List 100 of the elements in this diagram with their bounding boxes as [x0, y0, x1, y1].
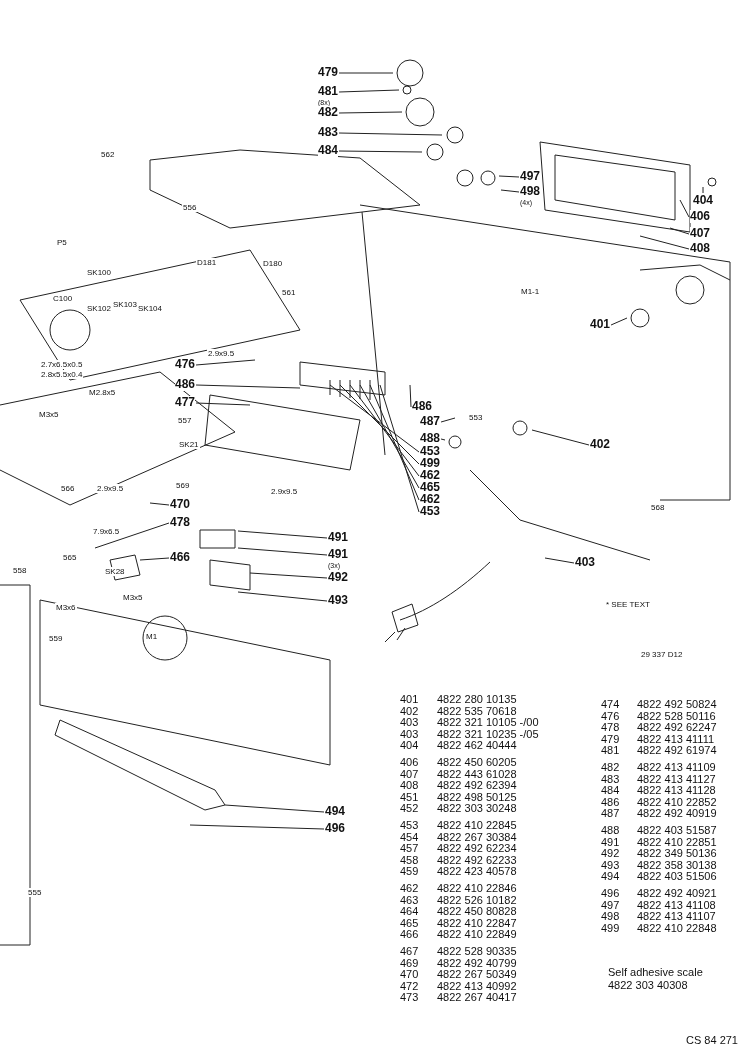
item-number-cell: 407 — [400, 767, 419, 780]
part-number-cell: 4822 492 62233 — [437, 853, 517, 866]
callout-number: 491 — [328, 548, 349, 561]
part-number-cell: 4822 492 40921 — [637, 887, 717, 899]
part-number-cell: 4822 267 40417 — [437, 991, 517, 1004]
item-number-cell: 454 — [400, 830, 419, 843]
leader-line — [338, 89, 400, 93]
part-label: 562 — [100, 150, 116, 159]
leader-line — [544, 557, 575, 564]
callout-number: 477 — [175, 396, 196, 409]
note-text: Self adhesive scale — [608, 966, 703, 978]
item-number-cell: 469 — [400, 956, 419, 969]
part-number-cell: 4822 321 10105 -/00 — [437, 716, 539, 729]
part-label: C100 — [52, 294, 74, 303]
callout-number: 470 — [170, 498, 191, 511]
part-number-cell: 4822 267 50349 — [437, 968, 517, 981]
item-number-cell: 473 — [400, 991, 419, 1004]
callout-number: 483 — [318, 126, 339, 139]
leader-line — [669, 227, 690, 235]
part-number-cell: 4822 413 41128 — [637, 784, 716, 797]
leader-line — [610, 317, 628, 326]
part-label: 559 — [48, 634, 64, 643]
callout-number: 402 — [590, 438, 611, 451]
leader-line — [195, 402, 251, 406]
item-number-cell: 401 — [400, 693, 419, 705]
callout-number: 484 — [318, 144, 339, 157]
part-number-cell: 4822 403 51506 — [637, 870, 717, 883]
leader-line — [338, 150, 423, 153]
item-number-cell: 472 — [400, 979, 419, 992]
leader-line — [500, 189, 520, 193]
leader-line — [702, 186, 704, 194]
item-number-cell: 452 — [400, 802, 419, 815]
item-number-cell: 499 — [601, 921, 620, 934]
leader-line — [359, 384, 420, 489]
item-number-cell: 404 — [400, 739, 419, 752]
callout-number: 406 — [690, 210, 711, 223]
callout-number: 491 — [328, 531, 349, 544]
leader-line — [531, 429, 590, 446]
callout-number: 498 — [520, 185, 541, 198]
part-number-cell: 4822 267 30384 — [437, 830, 517, 843]
part-label: D181 — [196, 258, 218, 267]
leader-line — [339, 384, 420, 465]
part-label: 566 — [60, 484, 76, 493]
part-number-cell: 4822 492 62234 — [437, 842, 517, 855]
part-number-cell: 4822 492 61974 — [637, 744, 717, 757]
callout-number: 478 — [170, 516, 191, 529]
leader-line — [679, 199, 690, 218]
note-text: 29 337 D12 — [640, 650, 684, 659]
part-number-cell: 4822 492 40919 — [637, 807, 717, 820]
callout-number: 488 — [420, 432, 441, 445]
callout-number: 453 — [420, 505, 441, 518]
part-label: P5 — [56, 238, 68, 247]
item-number-cell: 451 — [400, 790, 419, 803]
item-number-cell: 486 — [601, 795, 620, 808]
part-label: M2.8x5 — [88, 388, 117, 397]
part-label: 7.9x6.5 — [92, 527, 121, 536]
item-number-cell: 488 — [601, 824, 620, 836]
callout-number: 482 — [318, 106, 339, 119]
item-number-cell: 474 — [601, 698, 620, 710]
part-number-cell: 4822 321 10235 -/05 — [437, 727, 539, 740]
item-number-cell: 463 — [400, 893, 419, 906]
item-number-cell: 458 — [400, 853, 419, 866]
part-label: 556 — [182, 203, 198, 212]
part-label: D180 — [262, 259, 284, 268]
part-label: SK21 — [178, 440, 200, 449]
callout-number: 404 — [693, 194, 714, 207]
part-number-cell: 4822 413 41111 — [637, 732, 715, 745]
leader-line — [237, 530, 328, 539]
part-number-cell: 4822 358 30138 — [637, 858, 717, 871]
part-number-cell: 4822 410 22851 — [637, 835, 717, 848]
leader-line — [338, 132, 443, 136]
part-number-cell: 4822 462 40444 — [437, 739, 517, 752]
item-number-cell: 403 — [400, 716, 419, 729]
item-number-cell: 464 — [400, 905, 419, 918]
part-number-cell: 4822 450 80828 — [437, 905, 517, 918]
leader-line — [149, 502, 170, 506]
part-number-cell: 4822 413 41109 — [637, 761, 716, 773]
item-number-cell: 453 — [400, 819, 419, 831]
note-text: * SEE TEXT — [605, 600, 651, 609]
item-number-cell: 484 — [601, 784, 620, 797]
leader-line — [237, 591, 328, 602]
callout-number: 486 — [175, 378, 196, 391]
leader-line — [338, 72, 394, 74]
callout-number: 407 — [690, 227, 711, 240]
part-number-cell: 4822 423 40578 — [437, 865, 517, 878]
part-number-cell: 4822 498 50125 — [437, 790, 517, 803]
item-number-cell: 492 — [601, 847, 620, 860]
item-number-cell: 408 — [400, 779, 419, 792]
part-number-cell: 4822 413 41127 — [637, 772, 716, 785]
item-number-cell: 487 — [601, 807, 620, 820]
callout-number: 466 — [170, 551, 191, 564]
part-number-cell: 4822 280 10135 — [437, 693, 517, 705]
part-number-cell: 4822 410 22848 — [637, 921, 717, 934]
leader-line — [139, 557, 170, 561]
callout-number: 497 — [520, 170, 541, 183]
item-number-cell: 496 — [601, 887, 620, 899]
leader-line — [639, 235, 690, 250]
part-label: 2.7x6.5x0.5 — [40, 360, 84, 369]
part-label: 2.9x9.5 — [96, 484, 125, 493]
item-number-cell: 459 — [400, 865, 419, 878]
